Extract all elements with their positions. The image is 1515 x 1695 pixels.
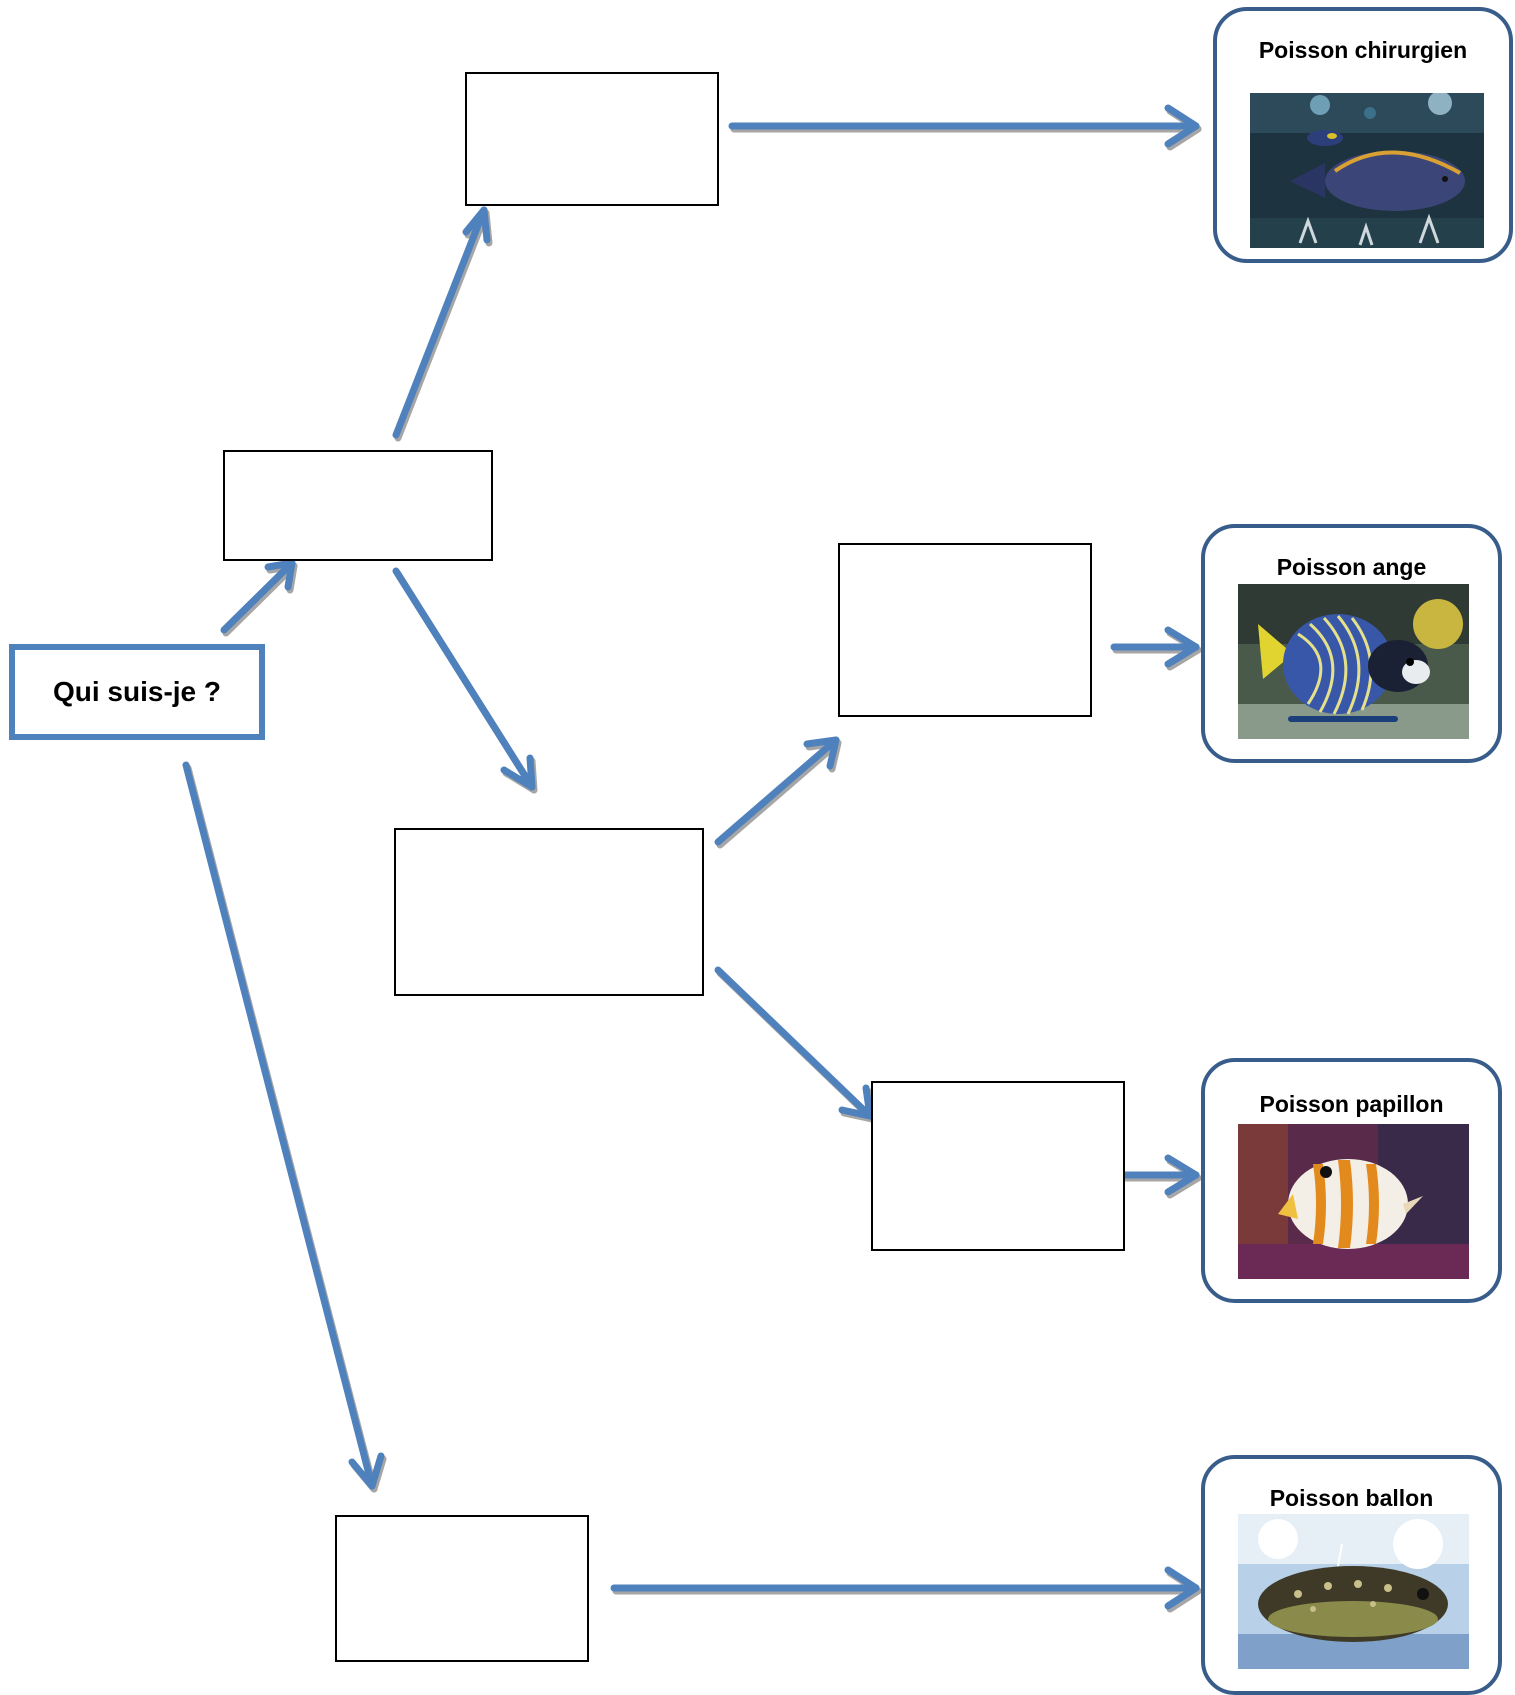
- start-label: Qui suis-je ?: [52, 676, 222, 707]
- arrow-to-papillon-box: [714, 966, 874, 1120]
- card-poisson-chirurgien: Poisson chirurgien: [1213, 7, 1513, 263]
- card-title: Poisson ange: [1276, 554, 1427, 580]
- card-title: Poisson ballon: [1269, 1485, 1434, 1511]
- answer-box-first[interactable]: [223, 450, 493, 561]
- arrow-to-upper-box: [392, 206, 488, 439]
- answer-box-middle[interactable]: [394, 828, 704, 996]
- answer-box-bottom[interactable]: [335, 1515, 589, 1662]
- card-poisson-ballon: Poisson ballon: [1201, 1455, 1502, 1695]
- answer-box-papillon[interactable]: [871, 1081, 1125, 1251]
- card-title: Poisson papillon: [1259, 1091, 1444, 1117]
- butterflyfish-photo: [1238, 1124, 1469, 1279]
- arrow-start-to-bottom-box: [182, 761, 376, 1490]
- angelfish-photo: [1238, 584, 1469, 739]
- card-poisson-ange: Poisson ange: [1201, 524, 1502, 763]
- card-poisson-papillon: Poisson papillon: [1201, 1058, 1502, 1303]
- arrow-to-ange-box: [714, 736, 840, 846]
- arrow-start-to-first-box: [220, 559, 296, 634]
- arrow-to-middle-box: [392, 567, 536, 791]
- surgeonfish-photo: [1250, 93, 1484, 248]
- start-box: Qui suis-je ?: [9, 644, 265, 740]
- answer-box-ange[interactable]: [838, 543, 1092, 717]
- card-title: Poisson chirurgien: [1258, 37, 1468, 63]
- answer-box-top[interactable]: [465, 72, 719, 206]
- pufferfish-photo: [1238, 1514, 1469, 1669]
